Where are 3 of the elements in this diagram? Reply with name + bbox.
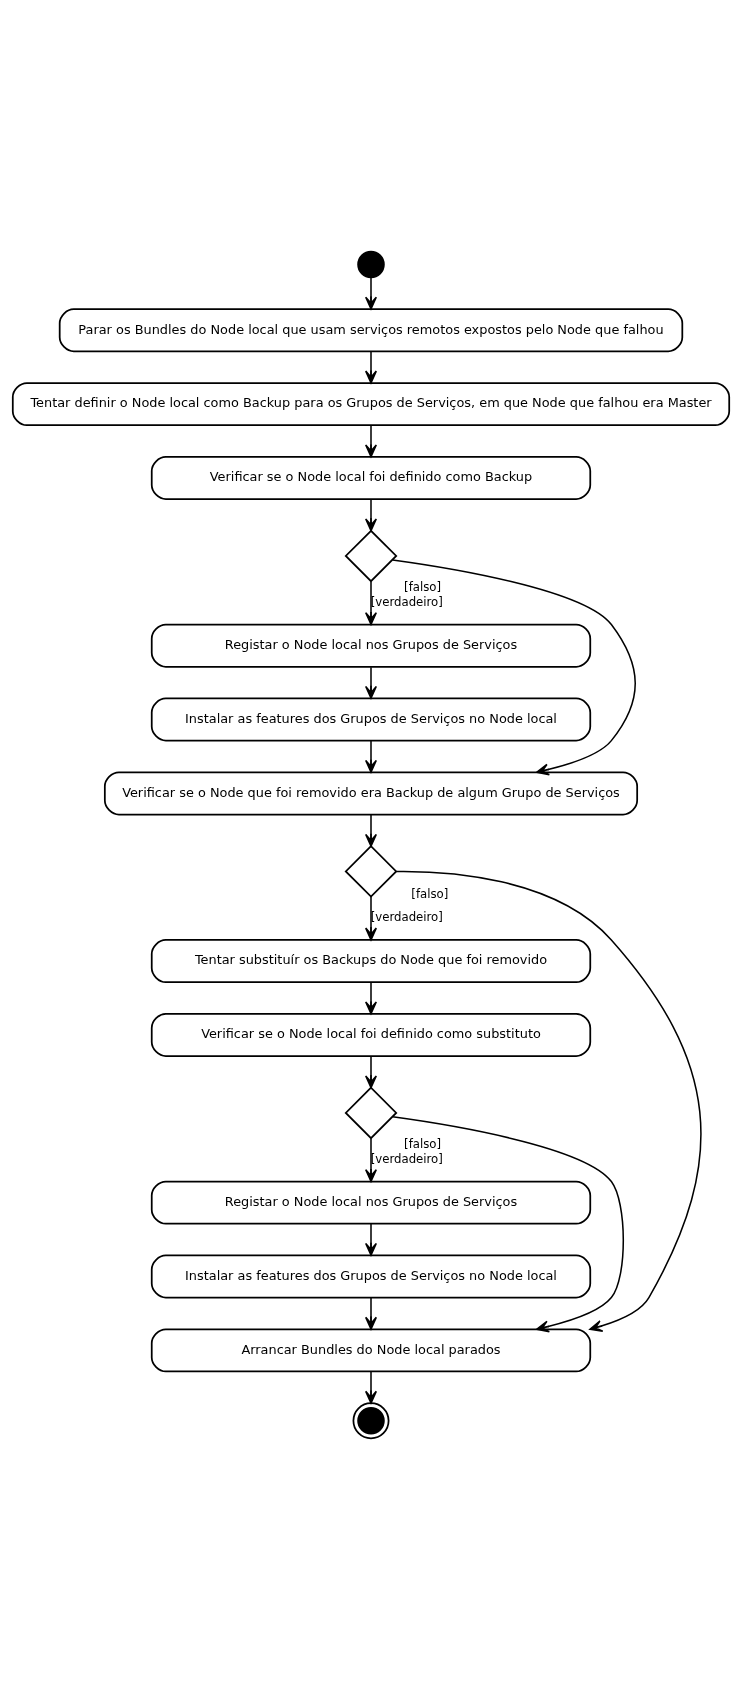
edge-label: [falso] — [404, 579, 442, 594]
edge-label: [falso] — [404, 1136, 442, 1151]
edge-label: [falso] — [411, 886, 449, 901]
